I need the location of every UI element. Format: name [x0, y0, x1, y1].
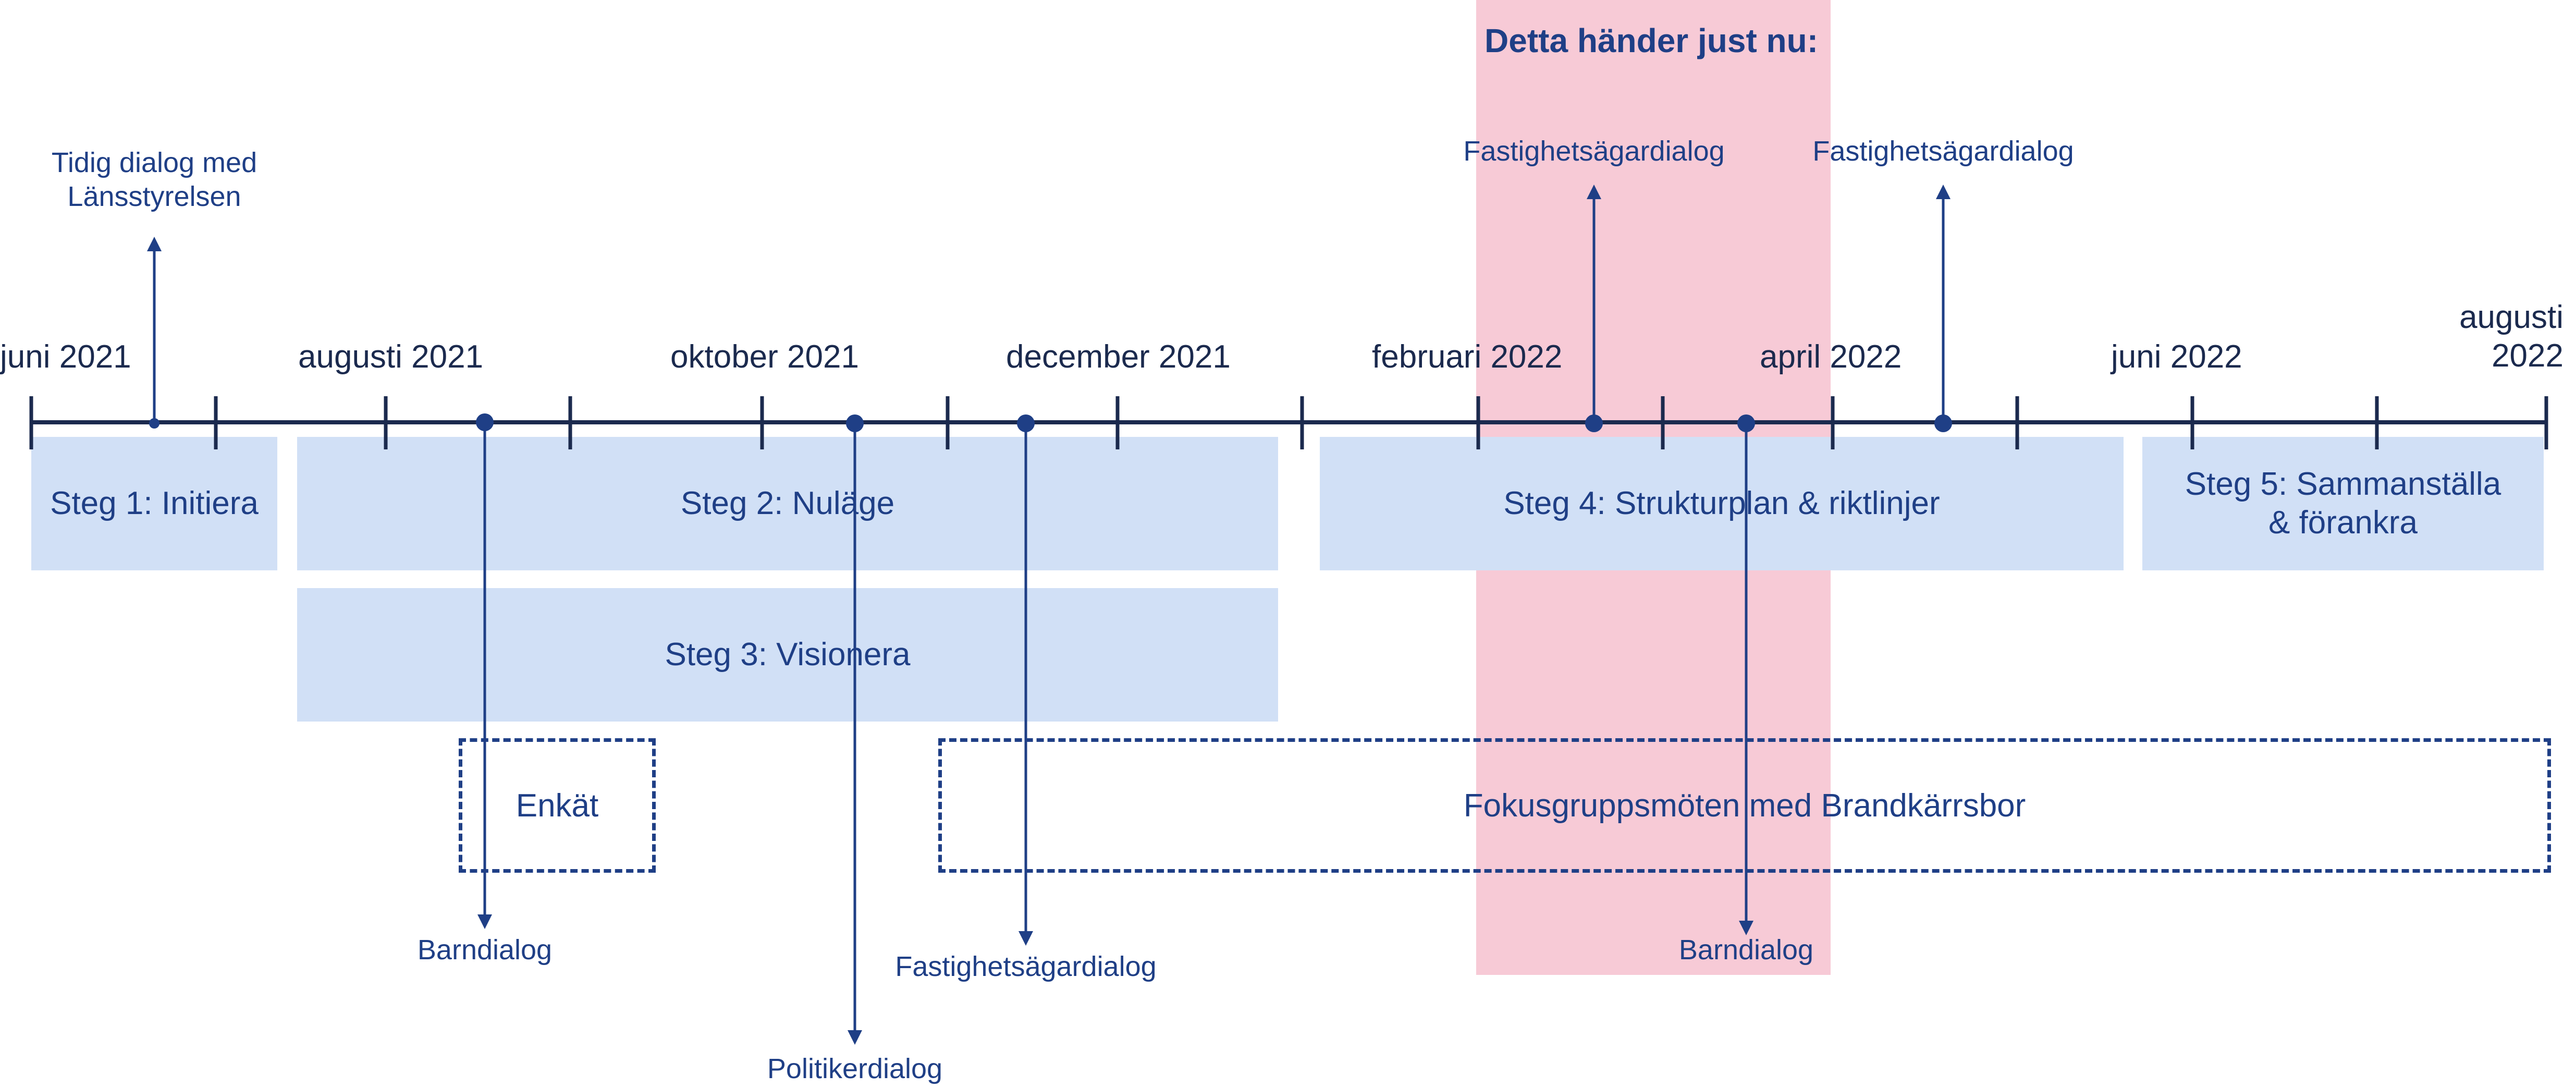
event-label-tidig-dialog: Tidig dialog med Länsstyrelsen — [51, 147, 257, 212]
month-label-apr-2022: april 2022 — [1760, 339, 1902, 375]
tick-marks — [29, 396, 2548, 449]
event-label-barn-1: Barndialog — [417, 934, 553, 966]
month-label-aug-2021: augusti 2021 — [298, 339, 484, 375]
phase-steg-5-label: Steg 5: Sammanställa & förankra — [2185, 466, 2501, 541]
phase-steg-3-label: Steg 3: Visionera — [665, 636, 911, 673]
phase-steg-3: Steg 3: Visionera — [297, 588, 1278, 722]
dot-fastighet-3 — [1934, 414, 1952, 432]
phase-steg-4: Steg 4: Strukturplan & riktlinjer — [1320, 437, 2124, 570]
dot-tidig-dialog — [149, 418, 160, 429]
current-period-title: Detta händer just nu: — [1485, 22, 1819, 59]
event-dots — [149, 413, 1952, 432]
phase-steg-4-label: Steg 4: Strukturplan & riktlinjer — [1503, 485, 1940, 521]
month-label-aug-2022: augusti 2022 — [2459, 299, 2563, 374]
phase-steg-1: Steg 1: Initiera — [31, 437, 277, 570]
event-label-fastighet-2: Fastighetsägardialog — [1463, 136, 1725, 167]
activity-enkat-label: Enkät — [516, 787, 599, 824]
dot-barn-2 — [1737, 414, 1755, 432]
phase-steg-5: Steg 5: Sammanställa & förankra — [2142, 437, 2544, 570]
month-label-dec-2021: december 2021 — [1006, 339, 1231, 375]
month-label-jun-2021: juni 2021 — [0, 339, 131, 375]
event-label-fastighet-1: Fastighetsägardialog — [895, 951, 1157, 982]
event-label-barn-2: Barndialog — [1678, 934, 1814, 966]
dot-fastighet-2 — [1585, 414, 1603, 432]
event-label-fastighet-3: Fastighetsägardialog — [1812, 136, 2074, 167]
phase-steg-2-label: Steg 2: Nuläge — [680, 485, 895, 521]
activity-fokusgrupper: Fokusgruppsmöten med Brandkärrsbor — [938, 738, 2551, 873]
activity-fokusgrupper-label: Fokusgruppsmöten med Brandkärrsbor — [1463, 787, 2026, 824]
month-label-feb-2022: februari 2022 — [1372, 339, 1563, 375]
phase-steg-1-label: Steg 1: Initiera — [50, 485, 259, 521]
phase-steg-2: Steg 2: Nuläge — [297, 437, 1278, 570]
activity-enkat: Enkät — [459, 738, 656, 873]
month-label-okt-2021: oktober 2021 — [670, 339, 859, 375]
month-label-jun-2022: juni 2022 — [2111, 339, 2242, 375]
dot-barn-1 — [476, 413, 494, 431]
dot-politiker — [846, 414, 864, 432]
event-label-politiker: Politikerdialog — [767, 1053, 943, 1084]
dot-fastighet-1 — [1017, 414, 1035, 432]
